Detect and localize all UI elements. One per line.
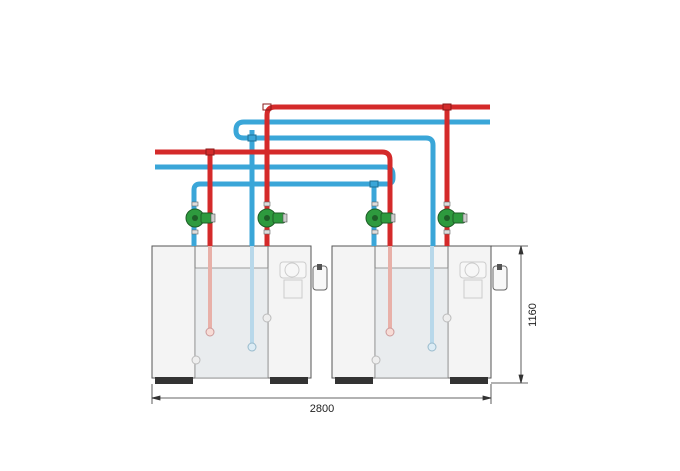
boiler-2-foot-left xyxy=(335,377,373,384)
hot-pipe-network xyxy=(155,104,490,246)
pump-2[interactable] xyxy=(257,201,288,235)
boiler-2 xyxy=(331,245,508,384)
boiler-2-foot-right xyxy=(450,377,488,384)
pipe-joints xyxy=(205,103,452,188)
boiler-1 xyxy=(151,245,328,384)
pump-4[interactable] xyxy=(437,201,468,235)
hot-pipe-upper-header xyxy=(264,104,490,246)
hot-pipe-lower-header xyxy=(155,149,393,246)
width-dimension-label: 2800 xyxy=(310,403,334,415)
boiler-1-foot-right xyxy=(270,377,308,384)
boiler-2-window xyxy=(374,267,449,379)
boiler-1-burner xyxy=(279,261,307,299)
cold-pipe-lower-header xyxy=(155,164,396,246)
cold-pipe-network xyxy=(155,119,490,246)
cold-pipe-upper-header xyxy=(233,119,490,246)
pump-1[interactable] xyxy=(185,201,216,235)
boiler-1-foot-left xyxy=(155,377,193,384)
boiler-1-window xyxy=(194,267,269,379)
pump-3[interactable] xyxy=(365,201,396,235)
boiler-2-burner xyxy=(459,261,487,299)
width-dimension xyxy=(151,384,492,404)
height-dimension-label: 1160 xyxy=(527,303,539,327)
height-dimension xyxy=(491,245,528,384)
